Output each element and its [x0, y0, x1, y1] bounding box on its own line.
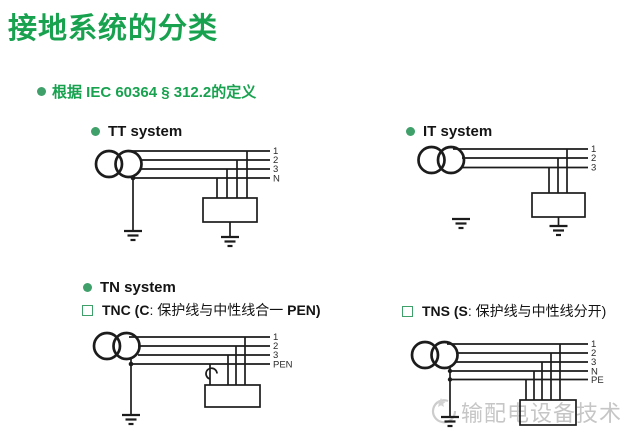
earth-symbol-icon	[441, 415, 459, 428]
watermark-text: 输配电设备技术	[461, 401, 623, 426]
tt-system-label: TT system	[108, 123, 183, 140]
earth-symbol-icon	[124, 229, 142, 242]
wire-label: PEN	[273, 360, 293, 371]
it-system-diagram: 1 2 3	[417, 144, 596, 237]
transformer-coil-icon	[410, 340, 440, 370]
earth-symbol-icon	[549, 224, 568, 237]
wire-label: 2	[273, 341, 278, 352]
intro-bullet-line: 根据 IEC 60364 § 312.2的定义	[37, 81, 256, 102]
tns-system-diagram: 1 2 3 N PE	[410, 339, 604, 428]
wire-label: 3	[591, 357, 596, 368]
wire-label: 1	[273, 146, 278, 157]
earth-symbol-icon	[122, 413, 140, 426]
load-box	[202, 197, 258, 223]
wire-label: 3	[273, 164, 278, 175]
tn-system-header: TN system	[83, 279, 176, 296]
bullet-dot-icon	[83, 283, 92, 292]
bullet-dot-icon	[91, 127, 100, 136]
transformer-coil-icon	[430, 340, 459, 370]
wire-label: 2	[591, 348, 596, 359]
tnc-label: TNC (C: 保护线与中性线合一 PEN)	[102, 302, 321, 318]
tt-system-diagram: 1 2 3 N	[94, 146, 280, 248]
wire-label: N	[591, 367, 598, 378]
earth-symbol-icon	[221, 235, 239, 248]
bullet-dot-icon	[406, 127, 415, 136]
transformer-coil-icon	[114, 149, 143, 179]
tns-row: TNS (S: 保护线与中性线分开)	[402, 301, 606, 321]
page-title: 接地系统的分类	[8, 13, 219, 45]
wire-label: N	[273, 174, 280, 185]
wire-label: 1	[591, 144, 596, 155]
bullet-dot-icon	[37, 87, 46, 96]
wire-label: 2	[591, 153, 596, 164]
square-bullet-icon	[82, 304, 93, 316]
wire-label: 3	[591, 163, 596, 174]
transformer-coil-icon	[92, 331, 122, 361]
tns-label: TNS (S: 保护线与中性线分开)	[422, 303, 607, 319]
load-box	[519, 399, 577, 426]
watermark: 输配电设备技术	[428, 396, 622, 428]
transformer-coil-icon	[94, 149, 124, 179]
tt-system-header: TT system	[91, 123, 182, 140]
wire-label: 3	[273, 350, 278, 361]
tnc-system-diagram: 1 2 3 PEN	[92, 331, 293, 426]
wire-label: 1	[591, 339, 596, 350]
transformer-coil-icon	[417, 145, 446, 175]
square-bullet-icon	[402, 305, 413, 317]
load-box	[531, 192, 586, 218]
isolated-earth-symbol-icon	[452, 217, 470, 230]
intro-text: 根据 IEC 60364 § 312.2的定义	[52, 84, 257, 101]
wire-label: 1	[273, 332, 278, 343]
wire-label: 2	[273, 155, 278, 166]
wire-label: PE	[591, 375, 604, 386]
load-box	[204, 384, 261, 408]
it-system-label: IT system	[423, 123, 493, 140]
it-system-header: IT system	[406, 123, 492, 140]
transformer-coil-icon	[436, 145, 466, 175]
tnc-row: TNC (C: 保护线与中性线合一 PEN)	[82, 300, 321, 320]
tn-system-label: TN system	[100, 279, 176, 296]
pen-link-hook	[205, 367, 218, 380]
